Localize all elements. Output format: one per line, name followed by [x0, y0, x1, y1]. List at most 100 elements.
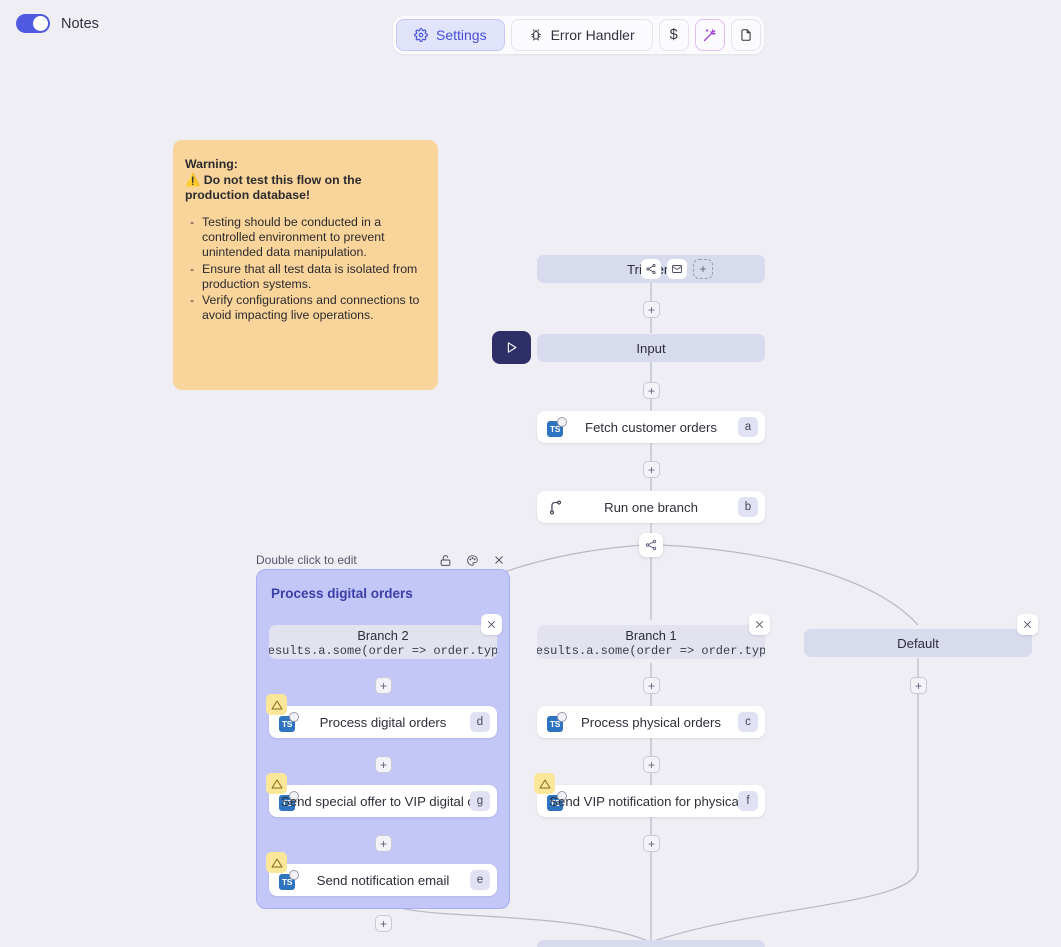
add-step-button[interactable]: + [375, 756, 392, 773]
node-tag: g [470, 791, 490, 811]
notes-toggle-group[interactable]: Notes [16, 14, 99, 33]
node-label: Process physical orders [581, 714, 721, 730]
warning-triangle-icon [534, 773, 555, 794]
list-item: Testing should be conducted in a control… [190, 215, 423, 260]
list-item: Verify configurations and connections to… [190, 293, 423, 323]
docs-button[interactable] [730, 19, 761, 51]
lock-open-icon[interactable] [439, 554, 452, 567]
remove-branch-button[interactable] [1017, 614, 1038, 635]
typescript-icon: TS [547, 790, 567, 811]
top-toolbar: Notes Settings Err [0, 0, 1061, 62]
play-icon [504, 340, 519, 355]
bug-icon [529, 28, 543, 42]
node-label: Send VIP notification for physical... [549, 793, 753, 809]
split-branch-icon[interactable] [639, 533, 663, 557]
node-label: Run one branch [604, 499, 698, 515]
node-tag: c [738, 712, 758, 732]
node-process-physical-orders[interactable]: TS Process physical orders c [537, 706, 765, 738]
node-send-vip-notification-physical[interactable]: TS Send VIP notification for physical...… [537, 785, 765, 817]
branch-name: Branch 2 [357, 628, 409, 643]
toggle-knob [33, 16, 48, 31]
node-tag: d [470, 712, 490, 732]
add-step-button[interactable]: + [375, 835, 392, 852]
notes-toggle[interactable] [16, 14, 50, 33]
branch-node-default[interactable]: Default [804, 629, 1032, 657]
add-step-button[interactable]: + [643, 382, 660, 399]
run-flow-button[interactable] [492, 331, 531, 364]
add-step-button[interactable]: + [375, 915, 392, 932]
branch-node-1[interactable]: Branch 1 results.a.some(order => order.t… [537, 625, 765, 659]
input-label: Input [636, 340, 666, 356]
node-group-digital-orders[interactable]: Process digital orders [256, 569, 510, 909]
node-send-special-offer-vip-digital[interactable]: TS Send special offer to VIP digital c..… [269, 785, 497, 817]
add-trigger-button[interactable]: + [693, 259, 713, 279]
warning-triangle-icon [266, 694, 287, 715]
palette-icon[interactable] [466, 554, 479, 567]
typescript-icon: TS [547, 711, 567, 732]
branch-name: Default [897, 635, 939, 651]
node-label: Fetch customer orders [585, 419, 717, 435]
settings-button[interactable]: Settings [396, 19, 505, 51]
node-label: Send notification email [316, 872, 450, 888]
typescript-icon: TS [279, 869, 299, 890]
merge-node[interactable] [537, 940, 765, 947]
add-step-button[interactable]: + [375, 677, 392, 694]
group-edit-hint: Double click to edit [256, 553, 357, 567]
email-icon[interactable] [667, 259, 687, 279]
branch-condition: results.a.some(order => order.type [269, 644, 497, 658]
triggers-node[interactable]: Triggers + [537, 255, 765, 283]
toolbar-button-group: Settings Error Handler $ [393, 16, 764, 54]
group-title: Process digital orders [271, 586, 413, 601]
node-run-one-branch[interactable]: Run one branch b [537, 491, 765, 523]
typescript-icon: TS [279, 711, 299, 732]
add-step-button[interactable]: + [643, 301, 660, 318]
add-step-button[interactable]: + [643, 461, 660, 478]
node-fetch-customer-orders[interactable]: TS Fetch customer orders a [537, 411, 765, 443]
node-process-digital-orders[interactable]: TS Process digital orders d [269, 706, 497, 738]
node-tag: e [470, 870, 490, 890]
magic-wand-icon [702, 28, 717, 43]
error-handler-button[interactable]: Error Handler [510, 19, 653, 51]
ai-assist-button[interactable] [694, 19, 725, 51]
trigger-icon-group: + [641, 259, 713, 279]
sticky-heading: Warning: [185, 157, 238, 171]
warning-triangle-icon: ⚠️ [185, 172, 201, 187]
node-tag: b [738, 497, 758, 517]
gear-icon [414, 28, 428, 42]
document-icon [739, 28, 753, 42]
sticky-subheading: ⚠️ Do not test this flow on the producti… [185, 172, 362, 203]
node-tag: a [738, 417, 758, 437]
branch-icon [547, 499, 564, 516]
node-label: Send special offer to VIP digital c... [280, 793, 486, 809]
warning-sticky-note[interactable]: Warning: ⚠️ Do not test this flow on the… [173, 140, 438, 390]
error-handler-label: Error Handler [550, 27, 635, 43]
dollar-icon: $ [669, 27, 678, 43]
typescript-icon: TS [279, 790, 299, 811]
node-send-notification-email[interactable]: TS Send notification email e [269, 864, 497, 896]
remove-branch-button[interactable] [481, 614, 502, 635]
branch-name: Branch 1 [625, 628, 677, 643]
input-node[interactable]: Input [537, 334, 765, 362]
group-toolbar: Double click to edit [256, 551, 510, 569]
cost-button[interactable]: $ [658, 19, 689, 51]
node-tag: f [738, 791, 758, 811]
sticky-bullet-list: Testing should be conducted in a control… [185, 215, 423, 323]
add-step-button[interactable]: + [643, 835, 660, 852]
branch-condition: results.a.some(order => order.type [537, 644, 765, 658]
node-label: Process digital orders [319, 714, 447, 730]
list-item: Ensure that all test data is isolated fr… [190, 262, 423, 292]
remove-branch-button[interactable] [749, 614, 770, 635]
notes-label: Notes [61, 15, 99, 32]
add-step-button[interactable]: + [643, 677, 660, 694]
add-step-button[interactable]: + [643, 756, 660, 773]
typescript-icon: TS [547, 416, 567, 437]
webhook-icon[interactable] [641, 259, 661, 279]
settings-label: Settings [436, 27, 487, 43]
close-icon[interactable] [493, 554, 505, 566]
add-step-button[interactable]: + [910, 677, 927, 694]
branch-node-2[interactable]: Branch 2 results.a.some(order => order.t… [269, 625, 497, 659]
warning-triangle-icon [266, 773, 287, 794]
